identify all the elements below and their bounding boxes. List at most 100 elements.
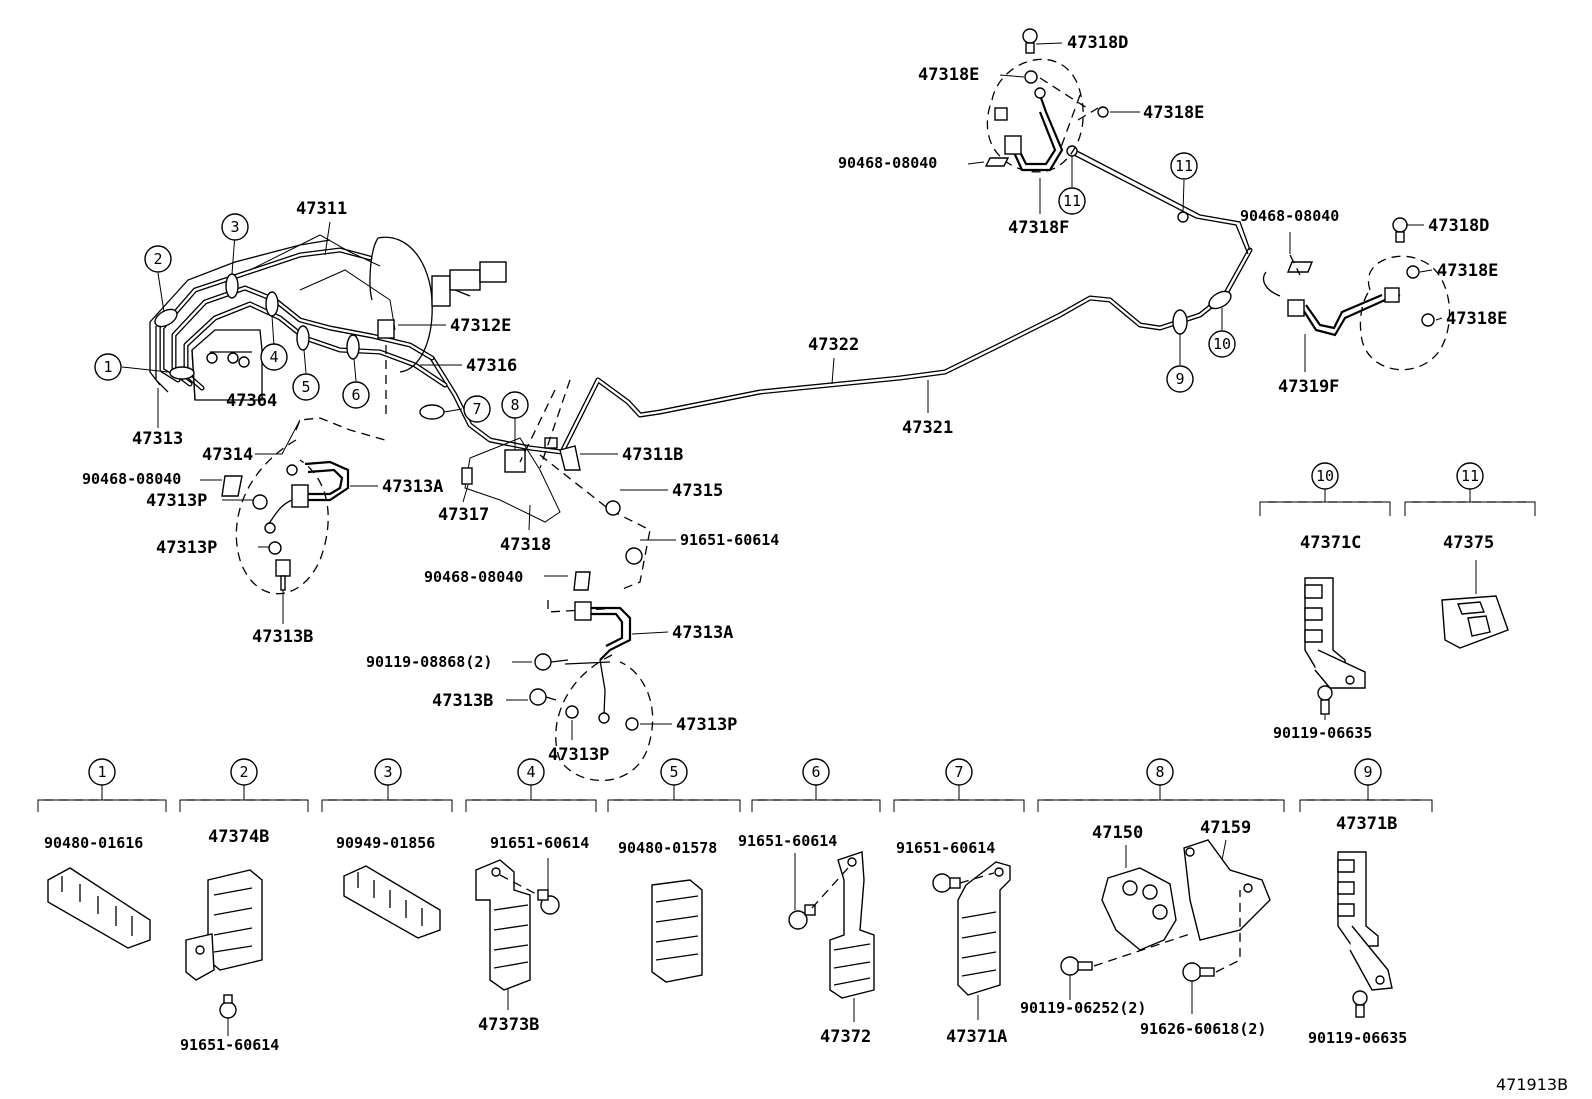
label-91651-60614-c6: 91651-60614 <box>738 832 837 850</box>
label-47313: 47313 <box>132 429 183 449</box>
group-callout-8: 8 <box>1155 763 1164 781</box>
label-91651-60614-mid: 91651-60614 <box>680 531 779 549</box>
hardware-bits <box>221 319 643 591</box>
group-callout-11: 11 <box>1461 467 1479 485</box>
label-47313P-left-2: 47313P <box>156 538 217 558</box>
label-47316: 47316 <box>466 356 517 376</box>
label-47322: 47322 <box>808 335 859 355</box>
callout-1: 1 <box>103 358 112 376</box>
label-47313B-mid: 47313B <box>432 691 493 711</box>
label-47319F: 47319F <box>1278 377 1339 397</box>
callout-8: 8 <box>510 396 519 414</box>
callout-5: 5 <box>301 378 310 396</box>
label-90480-01578: 90480-01578 <box>618 839 717 857</box>
label-47314: 47314 <box>202 445 253 465</box>
label-47313P-mid-2: 47313P <box>548 745 609 765</box>
group-callout-3: 3 <box>383 763 392 781</box>
inset-group-2: 2 47374B 91651-60614 <box>179 758 309 1054</box>
label-47374B: 47374B <box>208 827 269 847</box>
diagram-callouts: 1 2 3 4 5 6 7 8 9 10 11 11 <box>94 152 1236 423</box>
label-91651-60614-bottom: 91651-60614 <box>180 1036 279 1054</box>
label-47321: 47321 <box>902 418 953 438</box>
main-brake-lines <box>149 149 1253 455</box>
callout-6: 6 <box>351 386 360 404</box>
group-callout-9: 9 <box>1363 763 1372 781</box>
rear-wheel-right <box>1262 217 1451 371</box>
label-47315: 47315 <box>672 481 723 501</box>
group-callout-7: 7 <box>954 763 963 781</box>
label-90119-06635-b: 90119-06635 <box>1308 1029 1407 1047</box>
callout-10: 10 <box>1213 335 1231 353</box>
label-47313B-left: 47313B <box>252 627 313 647</box>
inset-group-3: 3 90949-01856 <box>321 758 453 939</box>
callout-11b: 11 <box>1175 157 1193 175</box>
inset-group-6: 6 91651-60614 47372 <box>738 758 881 1047</box>
inset-group-9: 9 47371B 90119-06635 <box>1299 758 1433 1047</box>
label-47312E: 47312E <box>450 316 511 336</box>
label-47318: 47318 <box>500 535 551 555</box>
inset-group-4: 4 91651-60614 47373B <box>465 758 597 1035</box>
inset-group-8: 8 47150 47159 90119-06252(2) 91626-60618… <box>1020 758 1285 1038</box>
rear-wheel-top <box>984 28 1109 173</box>
brake-booster <box>369 236 507 373</box>
label-47375: 47375 <box>1443 533 1494 553</box>
label-47318E-right-2: 47318E <box>1446 309 1507 329</box>
label-90468-08040-top: 90468-08040 <box>838 154 937 172</box>
group-callout-4: 4 <box>526 763 535 781</box>
label-47311: 47311 <box>296 199 347 219</box>
figure-id: 471913B <box>1496 1075 1568 1094</box>
label-90119-06635-a: 90119-06635 <box>1273 724 1372 742</box>
label-47311B: 47311B <box>622 445 683 465</box>
label-47318D-right: 47318D <box>1428 216 1489 236</box>
label-90949-01856: 90949-01856 <box>336 834 435 852</box>
label-47371B: 47371B <box>1336 814 1397 834</box>
label-47318F: 47318F <box>1008 218 1069 238</box>
dashed-guides <box>295 77 1099 441</box>
label-90119-06252: 90119-06252(2) <box>1020 999 1146 1017</box>
label-47371A: 47371A <box>946 1027 1007 1047</box>
diagram-labels: 47318D 47318E 47318E 90468-08040 47318F … <box>82 33 1507 765</box>
label-47159: 47159 <box>1200 818 1251 838</box>
label-90480-01616: 90480-01616 <box>44 834 143 852</box>
label-91626-60618: 91626-60618(2) <box>1140 1020 1266 1038</box>
callout-11a: 11 <box>1063 192 1081 210</box>
group-callout-6: 6 <box>811 763 820 781</box>
callout-7: 7 <box>472 400 481 418</box>
callout-9: 9 <box>1175 370 1184 388</box>
group-callout-2: 2 <box>239 763 248 781</box>
label-47372: 47372 <box>820 1027 871 1047</box>
group-callout-5: 5 <box>669 763 678 781</box>
label-47318E-top-left: 47318E <box>918 65 979 85</box>
leader-lines <box>121 42 1477 740</box>
label-91651-60614-c7: 91651-60614 <box>896 839 995 857</box>
right-front-hose <box>529 601 654 782</box>
label-47318D-top: 47318D <box>1067 33 1128 53</box>
label-47313P-mid-1: 47313P <box>676 715 737 735</box>
inset-group-5: 5 90480-01578 <box>607 758 741 983</box>
line-clamps <box>154 145 1232 420</box>
inset-group-10: 10 47371C 90119-06635 <box>1259 462 1391 742</box>
inset-group-7: 7 91651-60614 47371A <box>893 758 1025 1047</box>
left-front-hose <box>235 439 350 595</box>
inset-group-11: 11 47375 <box>1404 462 1536 649</box>
label-47364: 47364 <box>226 391 277 411</box>
label-90468-08040-mid: 90468-08040 <box>424 568 523 586</box>
label-47318E-top-right: 47318E <box>1143 103 1204 123</box>
label-90468-08040-left: 90468-08040 <box>82 470 181 488</box>
callout-2: 2 <box>153 250 162 268</box>
label-90119-08868: 90119-08868(2) <box>366 653 492 671</box>
label-47317: 47317 <box>438 505 489 525</box>
label-47373B: 47373B <box>478 1015 539 1035</box>
label-47371C: 47371C <box>1300 533 1361 553</box>
group-callout-10: 10 <box>1316 467 1334 485</box>
label-47313P-left-1: 47313P <box>146 491 207 511</box>
callout-3: 3 <box>230 218 239 236</box>
label-47313A-left: 47313A <box>382 477 443 497</box>
label-47318E-right-1: 47318E <box>1437 261 1498 281</box>
label-47150: 47150 <box>1092 823 1143 843</box>
group-callout-1: 1 <box>97 763 106 781</box>
distribution-bracket <box>461 379 651 613</box>
inset-group-1: 1 90480-01616 <box>37 758 167 949</box>
